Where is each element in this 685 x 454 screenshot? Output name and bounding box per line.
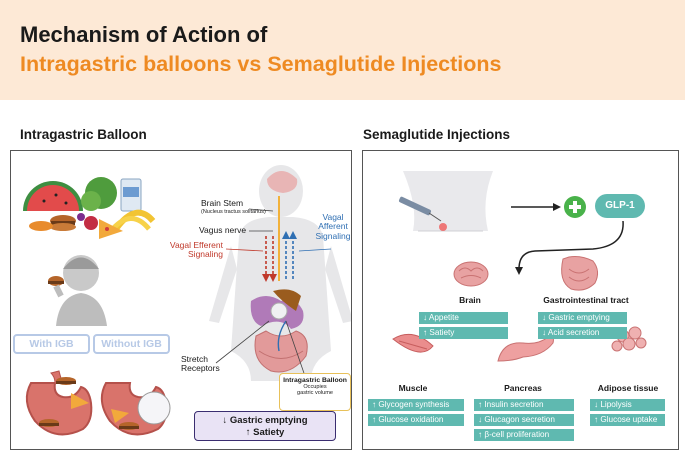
person-eating-illustration xyxy=(48,255,107,326)
title-line-1: Mechanism of Action of xyxy=(20,22,268,47)
vagus-nerve-label: Vagus nerve xyxy=(199,225,247,235)
plus-icon xyxy=(564,196,586,218)
balloon-label-box: Intragastric Balloon Occupies gastric vo… xyxy=(279,373,351,411)
gi-tract-label: Gastrointestinal tract xyxy=(543,295,629,305)
right-illustrations xyxy=(392,171,647,362)
glp1-badge: GLP-1 xyxy=(595,194,645,218)
balloon-effect-box: ↓ Gastric emptying ↑ Satiety xyxy=(194,411,336,441)
adipose-effect-glucose-uptake: ↑ Glucose uptake xyxy=(590,414,665,426)
muscle-label: Muscle xyxy=(398,383,428,393)
muscle-effect-glucose-oxidation: ↑ Glucose oxidation xyxy=(368,414,464,426)
brain-effect-satiety: ↑ Satiety xyxy=(419,327,508,339)
pancreas-label: Pancreas xyxy=(504,383,542,393)
brain-icon xyxy=(453,261,489,287)
pancreas-icon xyxy=(497,336,554,362)
left-section-title: Intragastric Balloon xyxy=(20,127,147,142)
left-illustrations xyxy=(23,165,351,436)
adipose-label: Adipose tissue xyxy=(597,383,659,393)
pancreas-effect-glucagon-secretion: ↓ Glucagon secretion xyxy=(474,414,574,426)
stomach-with-balloon-illustration xyxy=(100,382,171,436)
human-body-illustration xyxy=(209,165,351,381)
right-section-title: Semaglutide Injections xyxy=(363,127,511,142)
muscle-effect-glycogen-synthesis: ↑ Glycogen synthesis xyxy=(368,399,464,411)
header-banner: Mechanism of Action of Intragastric ball… xyxy=(0,0,685,100)
pancreas-effect-insulin-secretion: ↑ Insulin secretion xyxy=(474,399,574,411)
effect-satiety: ↑ Satiety xyxy=(245,427,285,438)
brain-label: Brain xyxy=(459,295,481,305)
balloon-label-title: Intragastric Balloon xyxy=(283,377,347,384)
stomach-with-food-illustration xyxy=(25,370,93,436)
gi-effect-acid-secretion: ↓ Acid secretion xyxy=(538,327,627,339)
food-pile-illustration xyxy=(23,177,156,239)
brain-stem-label: Brain Stem xyxy=(201,198,244,208)
with-igb-pill: With IGB xyxy=(13,334,90,354)
title-line-2: Intragastric balloons vs Semaglutide Inj… xyxy=(20,52,502,76)
brain-effect-appetite: ↓ Appetite xyxy=(419,312,508,324)
gi-tract-icon xyxy=(561,256,599,291)
intragastric-balloon-panel: Brain Stem (Nucleus tractus solitarius) … xyxy=(10,150,352,450)
semaglutide-panel: GLP-1 Brain ↓ Appetite ↑ Satiety Gastroi… xyxy=(362,150,679,450)
brain-stem-sub-label: (Nucleus tractus solitarius) xyxy=(201,209,266,215)
adipose-effect-lipolysis: ↓ Lipolysis xyxy=(590,399,665,411)
abdomen-injection-illustration xyxy=(398,171,493,232)
gi-effect-gastric-emptying: ↓ Gastric emptying xyxy=(538,312,627,324)
effect-gastric-emptying: ↓ Gastric emptying xyxy=(222,415,308,426)
pancreas-effect-beta-cell-proliferation: ↑ β-cell proliferation xyxy=(474,429,574,441)
balloon-label-sub-1: Occupies xyxy=(303,384,327,390)
without-igb-pill: Without IGB xyxy=(93,334,170,354)
balloon-label-sub-2: gastric volume xyxy=(296,390,334,396)
